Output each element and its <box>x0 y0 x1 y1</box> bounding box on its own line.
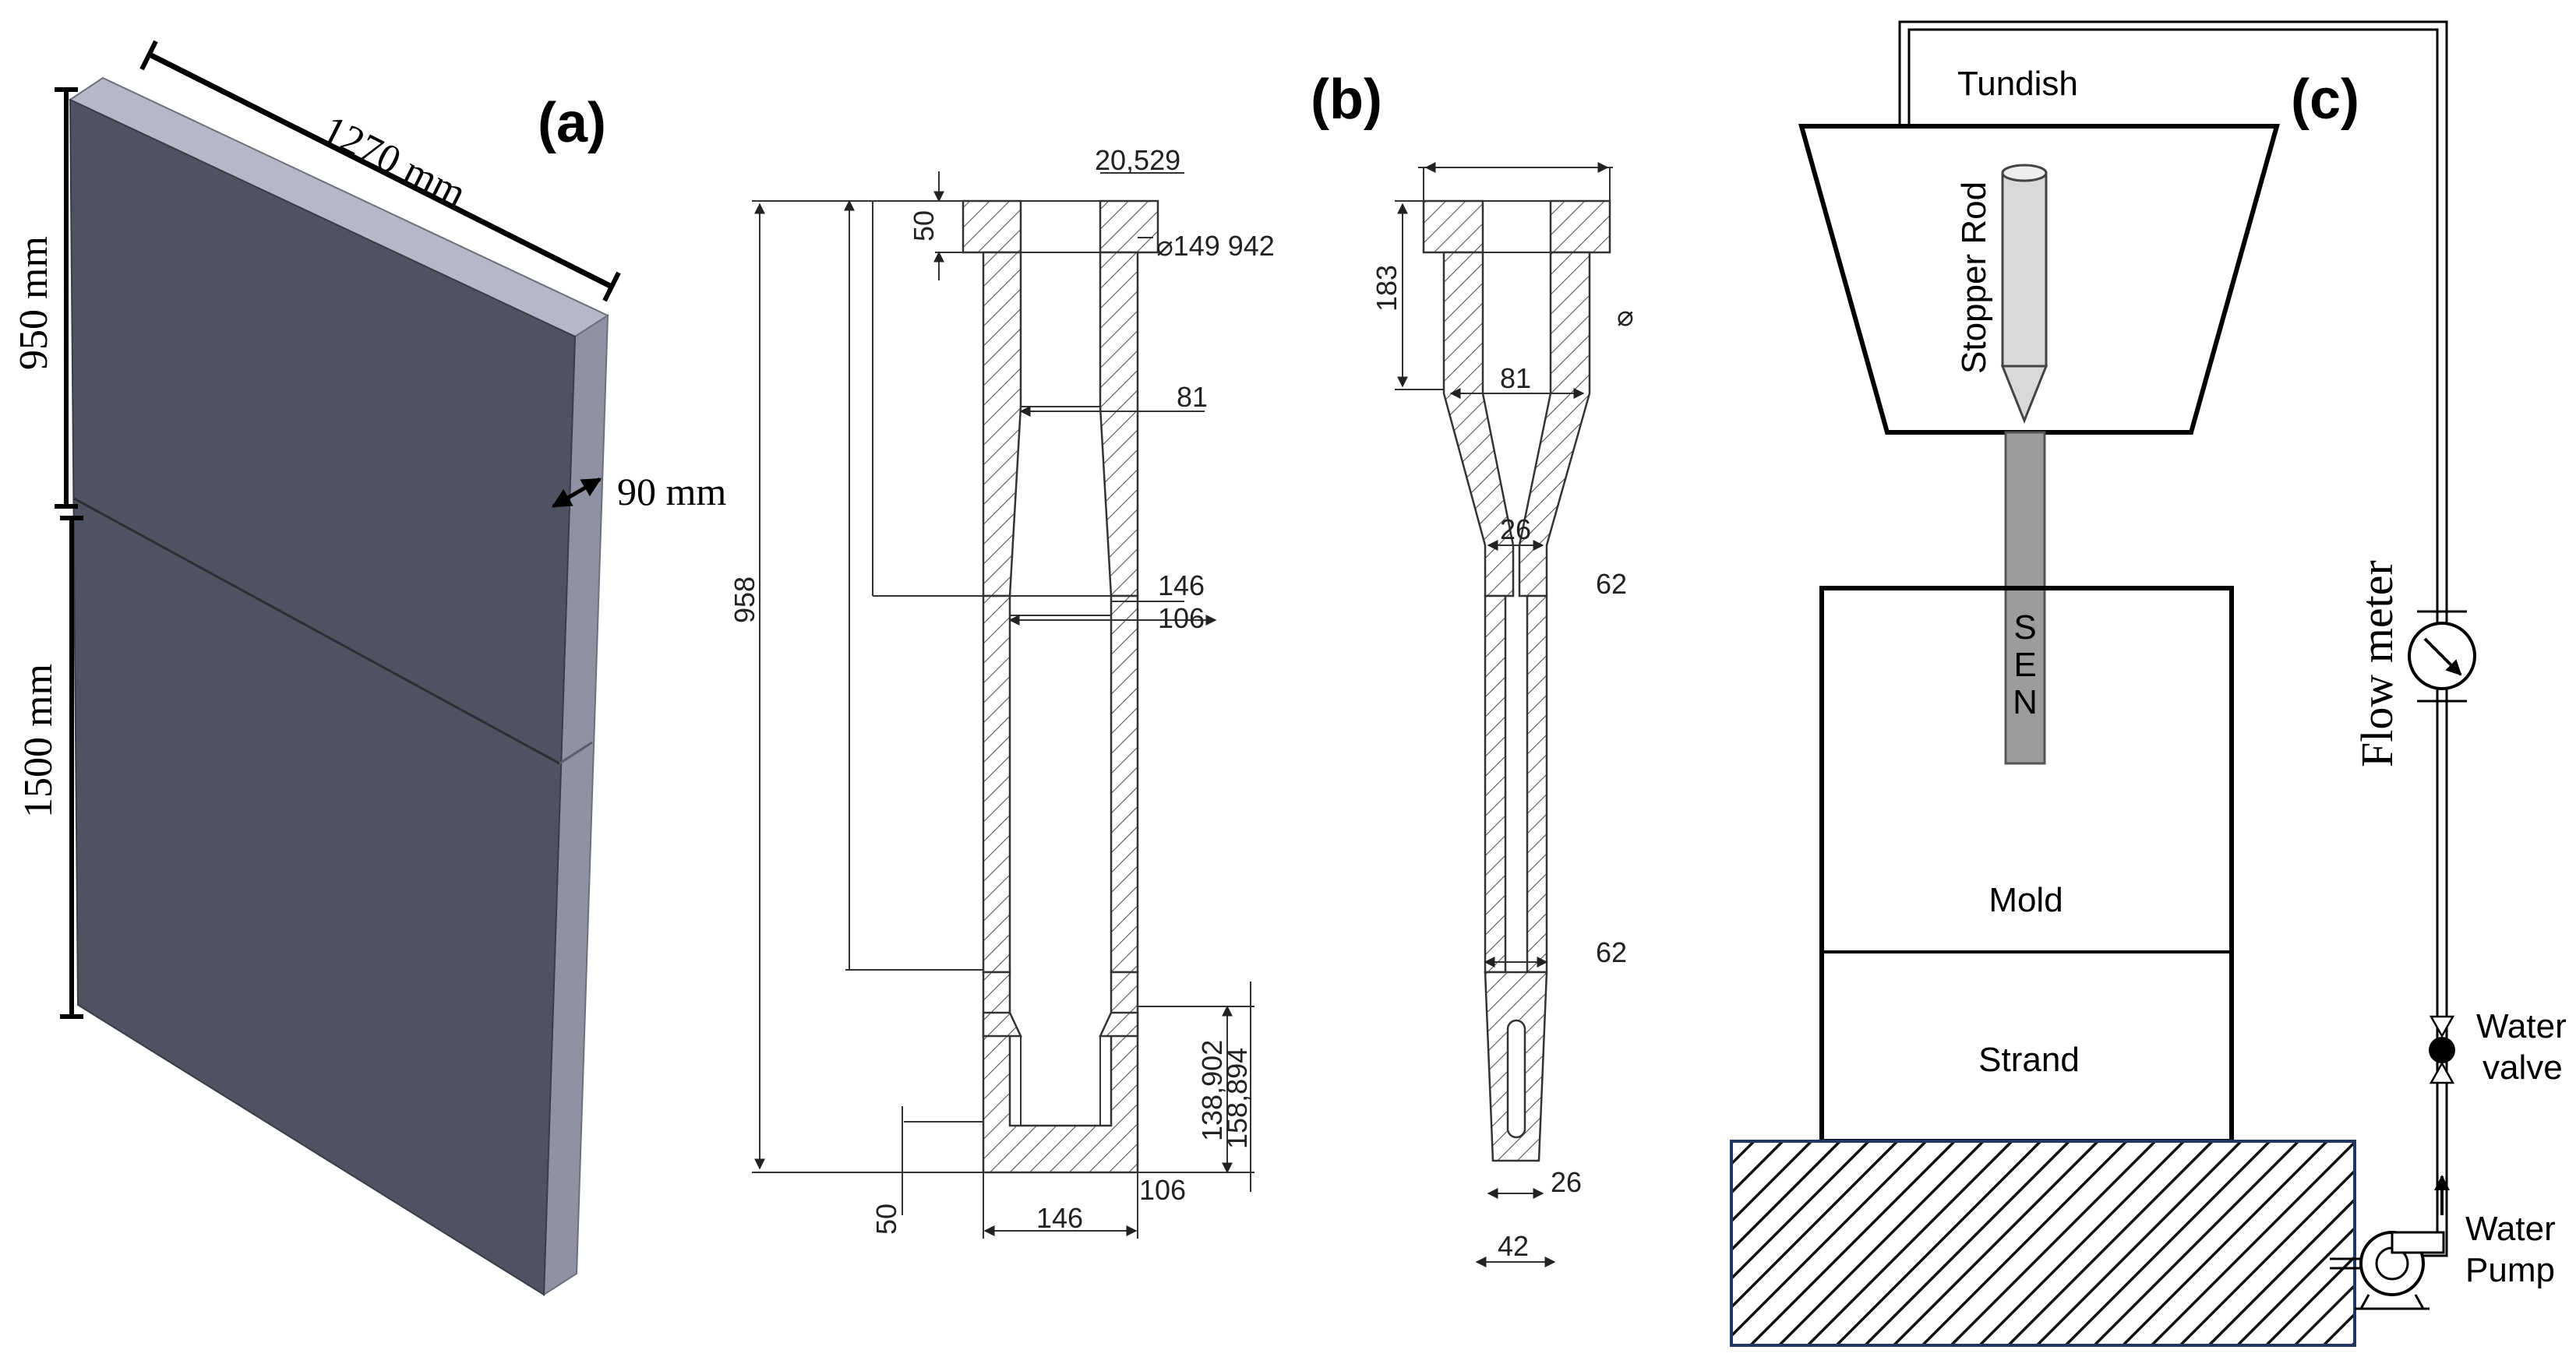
outlet-slot <box>1506 1019 1526 1139</box>
dim-outer: 42 <box>1498 1230 1529 1262</box>
flange-left-r <box>1422 199 1484 254</box>
slab-front-face <box>69 98 577 1296</box>
nozzle-bottom-cup <box>982 971 1139 1174</box>
strand-label: Strand <box>1978 1041 2080 1079</box>
water-pump-label-1: Water <box>2465 1210 2556 1248</box>
dim-tube-low: 62 <box>1596 936 1627 968</box>
flow-meter <box>2408 610 2476 703</box>
dim-throat: 26 <box>1500 513 1531 545</box>
dim-port-2: 158,894 <box>1221 1048 1253 1149</box>
water-pump <box>2330 1175 2450 1310</box>
dim-bottom-width: 146 <box>1036 1202 1083 1234</box>
dim-thickness-text: 90 mm <box>617 470 726 513</box>
dim-tip: 26 <box>1551 1166 1582 1198</box>
water-valve-label-2: valve <box>2482 1049 2563 1087</box>
dim-cone-bottom: 146 <box>1158 569 1205 601</box>
stopper-rod <box>2001 171 2048 368</box>
dim-length-line <box>148 51 613 290</box>
flange-right <box>1099 199 1159 254</box>
dim-flange-diameter: ⌀149 942 <box>1156 230 1275 262</box>
slab-joint-line <box>73 497 560 765</box>
dim-bore: 106 <box>1158 602 1205 634</box>
dim-total-height: 958 <box>729 576 760 623</box>
water-tank-base <box>1730 1140 2356 1347</box>
panel-b: (b) 50 <box>729 69 1634 1267</box>
flange-right-r <box>1549 199 1611 254</box>
panel-b-label: (b) <box>1311 69 1382 131</box>
tube-wall-right <box>1526 594 1548 974</box>
stopper-rod-tip <box>2000 365 2048 425</box>
sen-letter-s: S <box>2013 608 2036 647</box>
sen-nozzle <box>2004 431 2046 765</box>
dim-port-1: 138,902 <box>1196 1040 1228 1141</box>
nozzle-section-left: 50 20,529 ⌀149 942 958 81 146 106 <box>729 144 1275 1239</box>
sen-letter-e: E <box>2013 646 2036 684</box>
water-valve <box>2429 1015 2455 1084</box>
wall-right-upper <box>1099 251 1139 597</box>
sen-letter-n: N <box>2013 683 2038 721</box>
dim-length-tick-1 <box>139 40 158 71</box>
panel-c-label: (c) <box>2291 69 2359 131</box>
panel-a-label: (a) <box>538 92 606 154</box>
panel-c: (c) Tundish Stopper Rod S E N Mold Stran… <box>1730 20 2567 1347</box>
dim-lower-height-text: 1500 mm <box>16 664 61 818</box>
dim-neck-r: 81 <box>1500 362 1531 394</box>
water-valve-label-1: Water <box>2476 1007 2567 1045</box>
water-pump-label-2: Pump <box>2465 1251 2555 1289</box>
flange-left <box>962 199 1022 254</box>
dim-bottom-inner: 106 <box>1139 1174 1186 1206</box>
mold-label: Mold <box>1988 881 2063 919</box>
tube-wall-left <box>1484 594 1507 974</box>
nozzle-section-right: 183 ⌀ 81 26 62 62 26 42 <box>1371 162 1634 1267</box>
cone-wall-left <box>1442 251 1515 597</box>
flow-meter-label: Flow meter <box>2352 560 2402 767</box>
stopper-rod-top <box>2001 164 2048 182</box>
slab-joint-line-side <box>559 741 593 765</box>
dim-thickness-arrow <box>551 477 602 509</box>
dim-depth: 183 <box>1371 265 1403 312</box>
dim-length-tick-2 <box>602 271 621 302</box>
wall-right-lower <box>1110 594 1139 974</box>
stopper-rod-label: Stopper Rod <box>1955 182 1993 374</box>
dim-top-height: 50 <box>908 210 940 241</box>
tundish-label: Tundish <box>1957 65 2078 103</box>
dim-upper-height-text: 950 mm <box>12 236 56 370</box>
wall-left-upper <box>982 251 1022 597</box>
port-left <box>982 1011 1022 1038</box>
panel-a: (a) 1270 mm 950 mm 1500 mm 90 mm <box>12 40 726 1296</box>
port-right <box>1099 1011 1139 1038</box>
wall-left-lower <box>982 594 1011 974</box>
dim-tube-top: 62 <box>1596 568 1627 600</box>
dim-bottom-height: 50 <box>870 1204 902 1235</box>
dim-neck: 81 <box>1177 381 1208 413</box>
dim-diameter-symbol: ⌀ <box>1617 300 1634 332</box>
dim-top-offset: 20,529 <box>1095 144 1180 176</box>
